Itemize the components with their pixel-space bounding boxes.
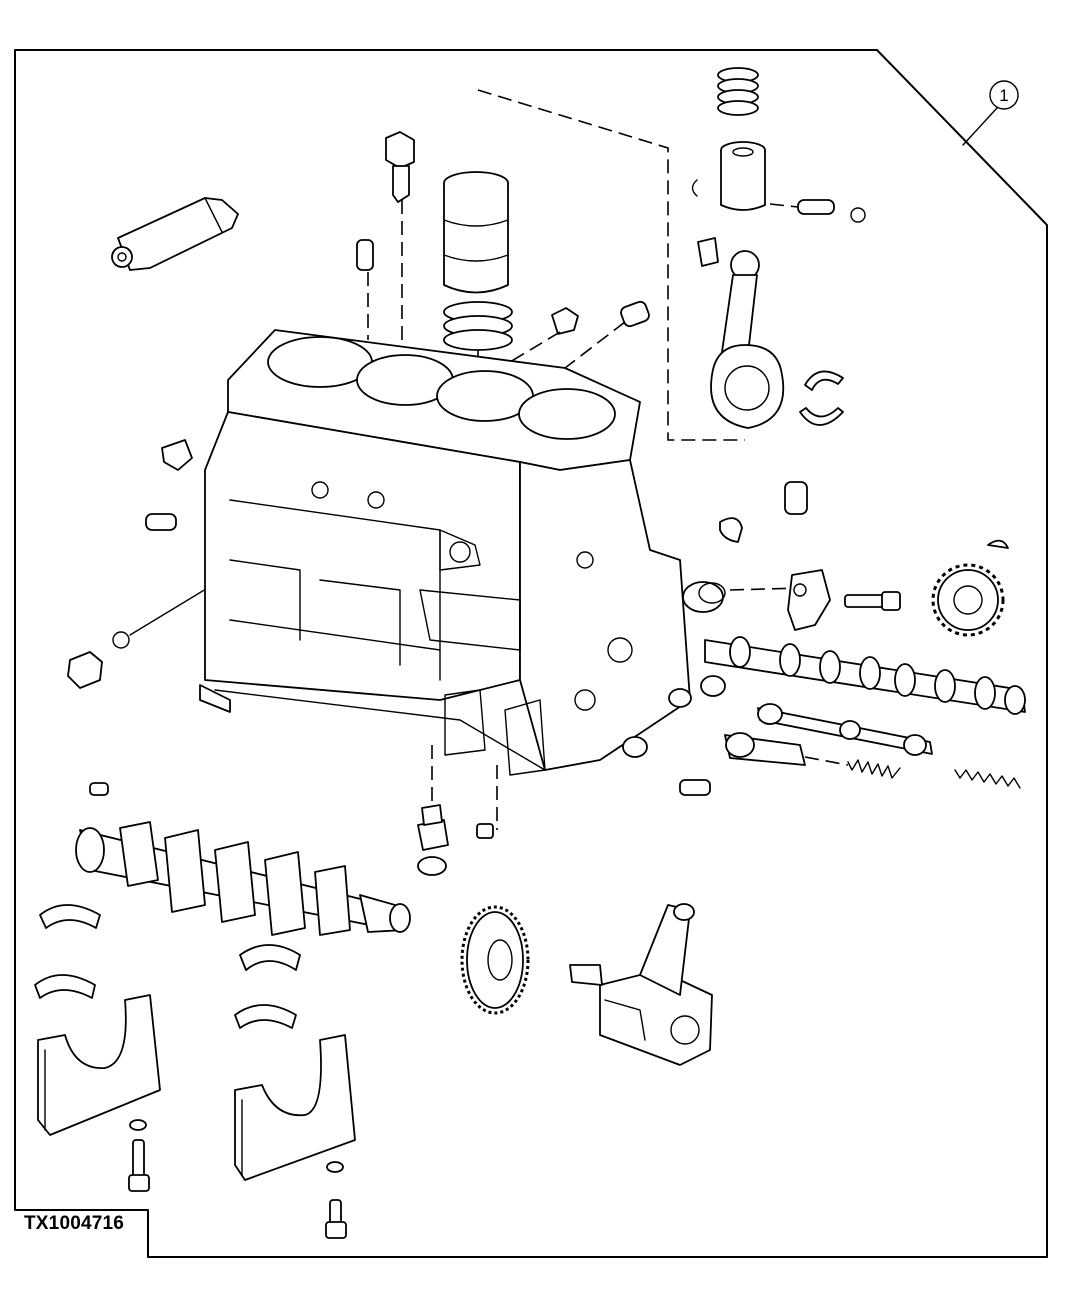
cylinder-block	[199, 329, 691, 776]
fitting-leader-1	[504, 331, 561, 366]
piston-pin	[797, 199, 835, 215]
plug-fitting	[551, 307, 579, 335]
figure-id-label: TX1004716	[24, 1213, 125, 1234]
liner-leader	[477, 89, 745, 441]
piston-cooling-nozzle	[385, 131, 415, 203]
cap-washer-1	[129, 1119, 147, 1131]
snap-ring-right	[850, 207, 866, 223]
cam-bushing-leader	[729, 587, 801, 591]
cam-gear	[931, 563, 1005, 637]
rod-bearing-upper	[804, 370, 844, 391]
small-pin	[89, 782, 109, 796]
cylinder-liner	[443, 171, 513, 351]
dowel-pin	[356, 239, 374, 271]
crankshaft	[75, 821, 411, 936]
assembly-boundary	[14, 49, 1048, 1258]
crankshaft-gear	[460, 905, 530, 1015]
rod-bearing-lower	[799, 407, 844, 426]
main-bearing-3	[34, 974, 96, 999]
main-bearing-cap-1	[37, 994, 161, 1136]
snap-ring-left	[691, 179, 698, 197]
long-spring	[954, 769, 1021, 789]
cam-sensor-tab	[987, 539, 1009, 549]
rod-bushing	[697, 237, 719, 267]
plug-left	[161, 439, 193, 471]
oil-fitting	[417, 804, 449, 851]
plug-cap	[679, 779, 711, 796]
fitting-ring	[417, 856, 447, 876]
sleeve-fitting	[620, 300, 650, 328]
small-plug	[476, 823, 494, 839]
tappet	[784, 481, 808, 515]
balancer-shaft	[757, 703, 933, 756]
main-bearing-cap-2	[234, 1034, 356, 1181]
valve-spring	[847, 759, 901, 779]
cam-bushing	[682, 581, 726, 613]
cam-bearing-small	[719, 517, 743, 543]
cap-washer-2	[326, 1161, 344, 1173]
fitting-leader-2	[564, 321, 626, 369]
main-bearing-4	[234, 1004, 297, 1029]
cap-bolt-2	[325, 1199, 347, 1239]
bushing-1	[668, 688, 692, 708]
bushing-3	[622, 736, 648, 758]
connecting-rod	[710, 250, 785, 429]
thrust-plate-bolt	[844, 591, 901, 611]
cap-bolt-1	[128, 1139, 150, 1192]
valve-leader	[804, 756, 849, 766]
oil-pump	[569, 903, 713, 1066]
main-bearing-1	[39, 904, 101, 929]
sealant-tube	[111, 197, 239, 271]
callout-1: 1	[962, 80, 1019, 146]
piston-rings	[717, 67, 759, 116]
relief-valve	[724, 732, 806, 766]
pin-leader-2	[769, 203, 799, 208]
thrust-plate	[787, 569, 831, 631]
pin-left	[145, 513, 177, 531]
main-bearing-2	[239, 944, 301, 971]
callout-number: 1	[999, 86, 1008, 105]
bushing-2	[700, 675, 726, 697]
camshaft	[704, 636, 1026, 715]
piston	[720, 141, 766, 211]
